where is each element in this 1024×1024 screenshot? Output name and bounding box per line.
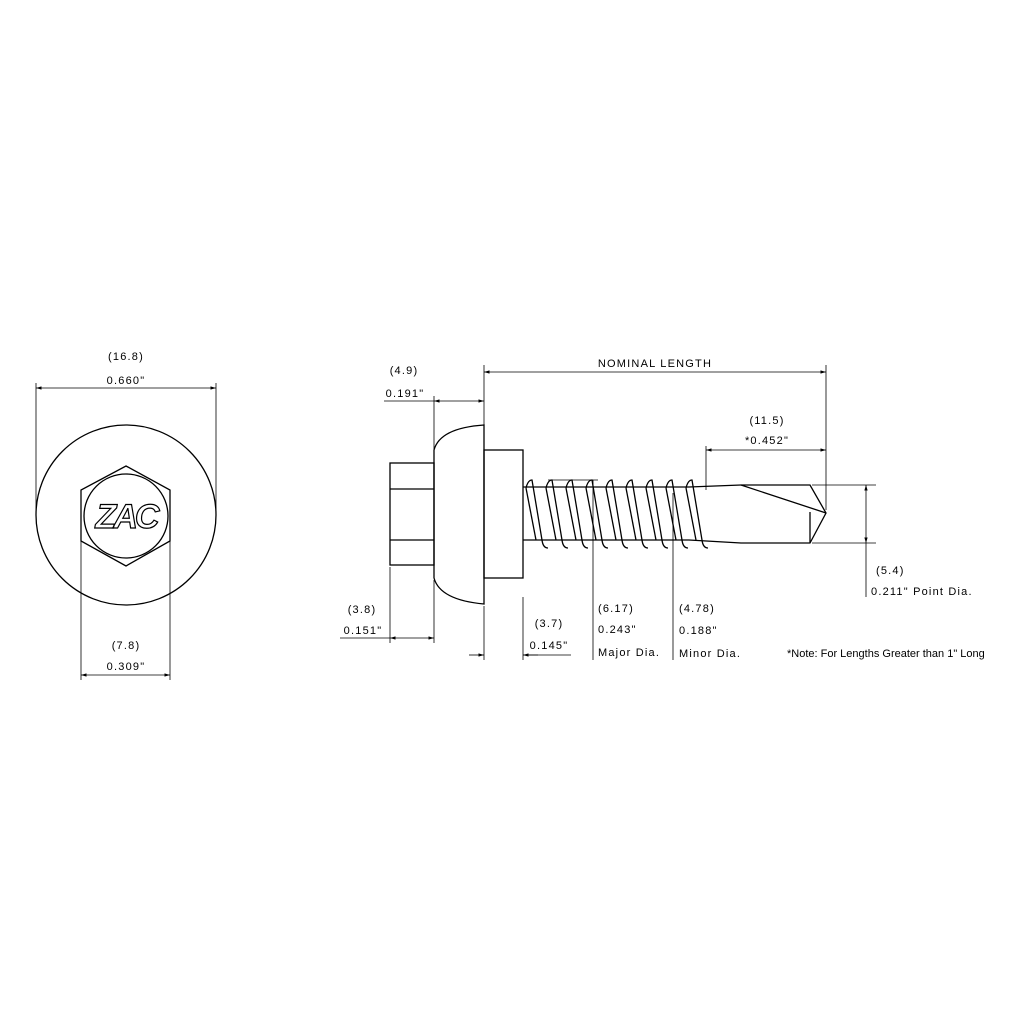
washer-thickness-mm: (4.9) bbox=[390, 365, 419, 377]
major-diameter-label: Major Dia. bbox=[598, 647, 660, 659]
thread-flank bbox=[525, 487, 537, 541]
thread-flank bbox=[605, 487, 617, 541]
drill-point-length-mm: (11.5) bbox=[749, 415, 784, 427]
thread-crest bbox=[665, 479, 689, 549]
thread-crest bbox=[605, 479, 629, 549]
length-note: *Note: For Lengths Greater than 1" Long bbox=[787, 648, 985, 660]
zac-logo: ZAC bbox=[95, 498, 160, 536]
thread-crest bbox=[685, 479, 709, 549]
logo-circle bbox=[83, 473, 169, 559]
thread-crest bbox=[525, 479, 549, 549]
minor-diameter-mm: (4.78) bbox=[679, 603, 715, 615]
thread-flank bbox=[685, 487, 697, 541]
point-diameter-mm: (5.4) bbox=[876, 565, 905, 577]
thread-flank bbox=[565, 487, 577, 541]
flange-thickness-mm: (3.7) bbox=[535, 618, 564, 630]
hex-height-inch: 0.151" bbox=[344, 625, 383, 637]
hex-height-mm: (3.8) bbox=[348, 604, 377, 616]
thread-crest bbox=[565, 479, 589, 549]
minor-diameter-label: Minor Dia. bbox=[679, 648, 741, 660]
drill-point bbox=[688, 484, 827, 544]
thread-crest bbox=[645, 479, 669, 549]
major-diameter-inch: 0.243" bbox=[598, 624, 637, 636]
flange-thickness-inch: 0.145" bbox=[530, 640, 569, 652]
head-diameter-inch: 0.660" bbox=[107, 375, 146, 387]
point-diameter-inch: 0.211" Point Dia. bbox=[871, 586, 973, 598]
nominal-length-label: NOMINAL LENGTH bbox=[598, 358, 712, 370]
thread-flank bbox=[665, 487, 677, 541]
thread-flank bbox=[545, 487, 557, 541]
hex-width-mm: (7.8) bbox=[112, 640, 141, 652]
hex-width-inch: 0.309" bbox=[107, 661, 146, 673]
washer-thickness-inch: 0.191" bbox=[386, 388, 425, 400]
end-view: ZAC (16.8) 0.660" (7.8) 0.309" bbox=[35, 351, 217, 680]
sealing-washer bbox=[433, 424, 485, 605]
hex-outline bbox=[80, 465, 171, 567]
thread-crest bbox=[625, 479, 649, 549]
major-diameter-mm: (6.17) bbox=[598, 603, 634, 615]
thread-flank bbox=[645, 487, 657, 541]
thread-crest bbox=[545, 479, 569, 549]
hex-head-side bbox=[389, 462, 435, 566]
thread-crest bbox=[585, 479, 609, 549]
thread-section bbox=[523, 479, 709, 549]
thread-flank bbox=[625, 487, 637, 541]
head-diameter-mm: (16.8) bbox=[108, 351, 144, 363]
drill-point-length-inch: *0.452" bbox=[745, 435, 789, 447]
side-view: NOMINAL LENGTH (4.9) 0.191" (11.5) *0.45… bbox=[340, 358, 985, 660]
drill-flute bbox=[740, 484, 827, 514]
thread-flank bbox=[585, 487, 597, 541]
washer-flange bbox=[483, 449, 524, 579]
minor-diameter-inch: 0.188" bbox=[679, 625, 718, 637]
